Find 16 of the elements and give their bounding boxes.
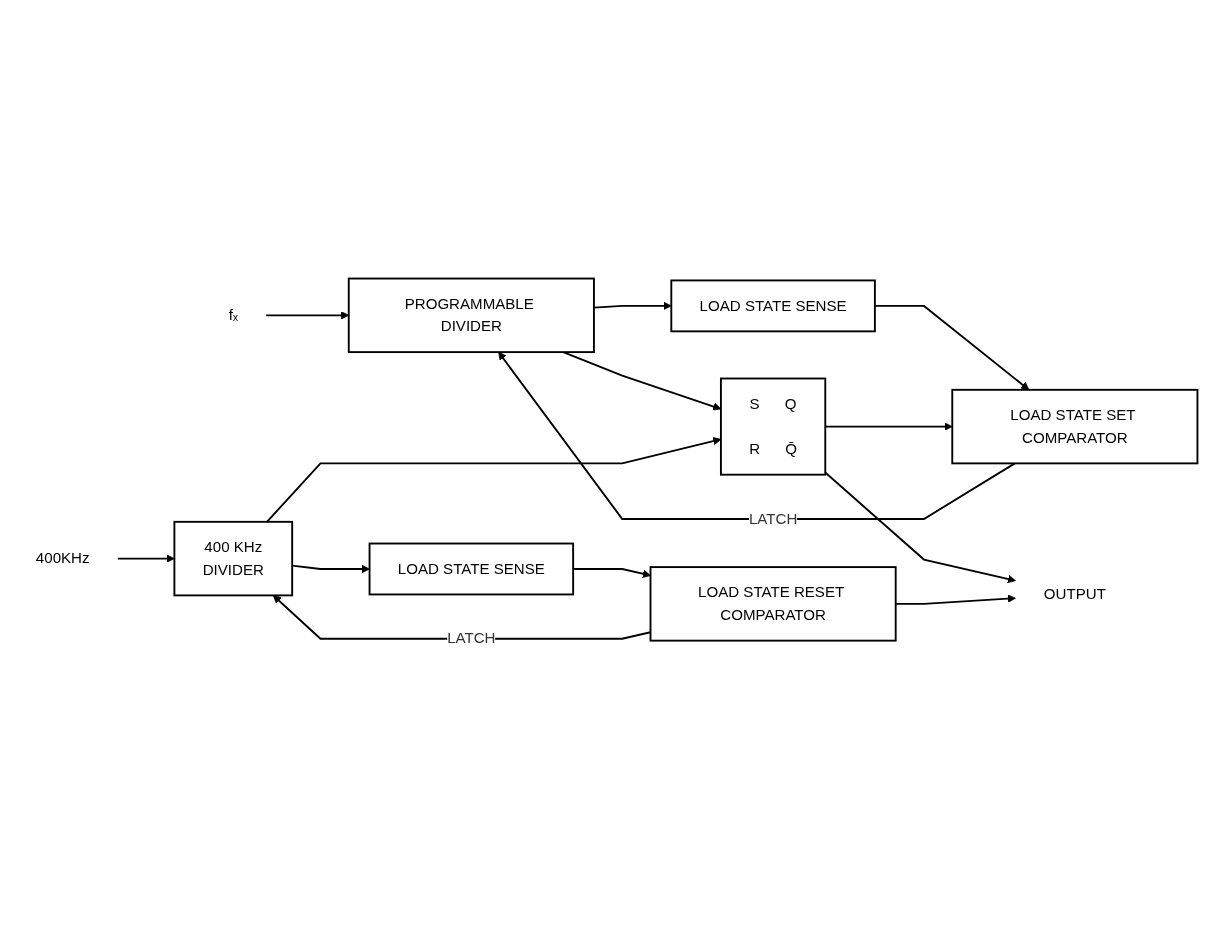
arrow xyxy=(593,301,672,310)
node-box: 400 KHz DIVIDER xyxy=(173,520,294,597)
node-box: PROGRAMMABLE DIVIDER xyxy=(347,277,595,353)
edge-label: LATCH xyxy=(447,629,496,646)
edge-label: LATCH xyxy=(748,510,798,527)
arrow xyxy=(824,471,1016,583)
node-box: LOAD STATE RESET COMPARATOR xyxy=(649,565,897,642)
node-box: LOAD STATE SENSE xyxy=(670,279,876,332)
arrow xyxy=(498,351,1016,520)
node-text: fₓ xyxy=(228,306,238,323)
node-box: S Q R Q̄ xyxy=(719,377,827,476)
node-text: OUTPUT xyxy=(1043,585,1106,602)
node-text: 400KHz xyxy=(35,549,90,566)
arrow xyxy=(116,554,175,563)
node-box: LOAD STATE SENSE xyxy=(368,542,575,596)
node-box: LOAD STATE SET COMPARATOR xyxy=(951,388,1199,464)
